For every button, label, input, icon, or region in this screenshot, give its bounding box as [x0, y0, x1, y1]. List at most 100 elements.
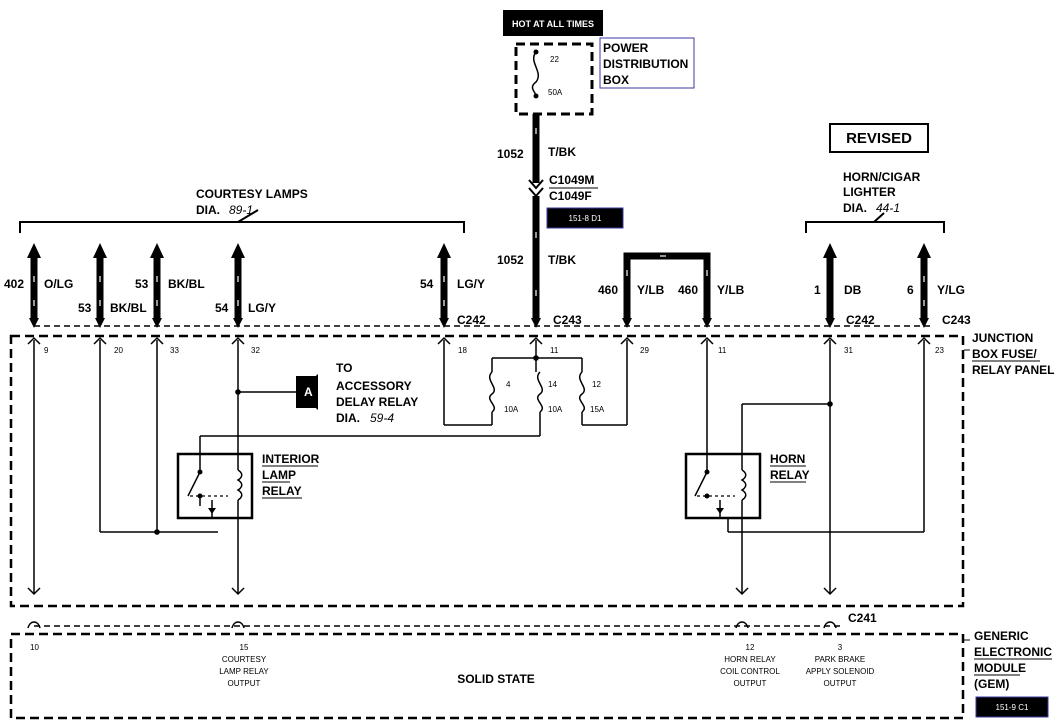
wire-54b-color: LG/Y: [457, 277, 485, 291]
connector-c243-right: C243: [942, 313, 971, 327]
wire-402-circuit: 402: [4, 277, 24, 291]
feed-circuit-upper: 1052: [497, 147, 524, 161]
revised-badge: [829, 123, 929, 153]
feed-connector-c243: C243: [553, 313, 582, 327]
interior-relay-label-3: RELAY: [262, 484, 302, 498]
accessory-text-1: TO: [336, 361, 352, 375]
wire-54b-arrow: [437, 243, 451, 258]
gem-label-1: GENERIC: [974, 629, 1029, 643]
hot-at-all-times-badge: [503, 10, 603, 36]
wire-402-color: O/LG: [44, 277, 73, 291]
horn-cigar-dia-ref: 44-1: [876, 201, 900, 215]
gem-pin-12-line2: COIL CONTROL: [720, 667, 780, 676]
horn-cigar-bracket: [805, 212, 945, 233]
pdb-label-line1: POWER: [603, 41, 649, 55]
gem-pin-3-line3: OUTPUT: [824, 679, 857, 688]
revised-label: REVISED: [846, 130, 912, 147]
feed-connector-male: C1049M: [549, 173, 594, 187]
wire-6-circuit: 6: [907, 283, 914, 297]
gem-ref-label: 151-9 C1: [996, 703, 1029, 712]
wire-53b-color: BK/BL: [168, 277, 205, 291]
jb-fuse-4: 4 10A: [489, 371, 519, 414]
gem-pin-12-line3: OUTPUT: [734, 679, 767, 688]
wire-53a-arrow: [93, 243, 107, 258]
wire-1-arrow: [823, 243, 837, 258]
jb-pin-11-feed: 11: [550, 346, 559, 355]
wire-460b-color: Y/LB: [717, 283, 745, 297]
connector-c242-right: C242: [846, 313, 875, 327]
gem-pin-15: 15: [240, 643, 249, 652]
wire-460-loop: [623, 252, 711, 318]
wire-6-color: Y/LG: [937, 283, 965, 297]
pdb-fuse-symbol: [531, 51, 539, 97]
pdb-label-line2: DISTRIBUTION: [603, 57, 688, 71]
jb-fuse-14: 14 10A: [537, 371, 563, 414]
junction-box-label-3: RELAY PANEL: [972, 363, 1054, 377]
gem-pin-12-line1: HORN RELAY: [724, 655, 776, 664]
feed-ref-label: 151-8 D1: [569, 214, 602, 223]
jb-pin-32: 32: [251, 346, 260, 355]
accessory-dia-ref: 59-4: [370, 411, 394, 425]
wire-1-color: DB: [844, 283, 862, 297]
gem-label-4: (GEM): [974, 677, 1009, 691]
jb-fuse-12: 12 15A: [579, 371, 605, 414]
jb-fuse-14-amp: 10A: [548, 405, 563, 414]
gem-label-3: MODULE: [974, 661, 1026, 675]
wire-54b-circuit: 54: [420, 277, 434, 291]
pdb-fuse-number: 22: [550, 55, 559, 64]
horn-relay-label-2: RELAY: [770, 468, 810, 482]
wire-460b-circuit: 460: [678, 283, 698, 297]
horn-cigar-title-1: HORN/CIGAR: [843, 170, 921, 184]
wire-53b-circuit: 53: [135, 277, 149, 291]
gem-pin-15-line3: OUTPUT: [228, 679, 261, 688]
gem-pin-3-line1: PARK BRAKE: [815, 655, 866, 664]
wire-460a-color: Y/LB: [637, 283, 665, 297]
wire-54a-arrow: [231, 243, 245, 258]
jb-fuse-4-number: 4: [506, 380, 511, 389]
feed-ref-box: [546, 207, 624, 229]
wire-6-arrow: [917, 243, 931, 258]
junction-box-label-1: JUNCTION: [972, 331, 1033, 345]
feed-connector-female: C1049F: [549, 189, 592, 203]
accessory-dia-prefix: DIA.: [336, 411, 360, 425]
jb-pin-20: 20: [114, 346, 123, 355]
connector-c241: C241: [848, 611, 877, 625]
wire-53a-circuit: 53: [78, 301, 92, 315]
accessory-text-3: DELAY RELAY: [336, 395, 418, 409]
jb-pin-23: 23: [935, 346, 944, 355]
jb-pin-31: 31: [844, 346, 853, 355]
feed-circuit-lower: 1052: [497, 253, 524, 267]
hot-at-all-times-label: HOT AT ALL TIMES: [512, 19, 594, 29]
horn-cigar-title-2: LIGHTER: [843, 185, 896, 199]
connector-c242-left: C242: [457, 313, 486, 327]
gem-label-2: ELECTRONIC: [974, 645, 1052, 659]
interior-lamp-relay: [176, 452, 254, 520]
courtesy-lamps-bracket: [19, 209, 465, 233]
courtesy-lamps-dia-prefix: DIA.: [196, 203, 220, 217]
gem-pin-12: 12: [746, 643, 755, 652]
horn-cigar-dia-prefix: DIA.: [843, 201, 867, 215]
feed-color-upper: T/BK: [548, 145, 576, 159]
horn-relay: [684, 452, 762, 520]
jb-fuse-12-amp: 15A: [590, 405, 605, 414]
pdb-label-box: [599, 37, 695, 89]
wire-53b-arrow: [150, 243, 164, 258]
gem-ref-box: [975, 696, 1049, 718]
gem-pin-10: 10: [30, 643, 39, 652]
wire-1-circuit: 1: [814, 283, 821, 297]
junction-box-outline: [9, 334, 965, 608]
wire-54a-color: LG/Y: [248, 301, 276, 315]
pdb-label-line3: BOX: [603, 73, 629, 87]
gem-pin-3: 3: [838, 643, 843, 652]
jb-pin-33: 33: [170, 346, 179, 355]
gem-pin-3-line2: APPLY SOLENOID: [806, 667, 875, 676]
courtesy-lamps-title: COURTESY LAMPS: [196, 187, 308, 201]
wire-460a-circuit: 460: [598, 283, 618, 297]
jb-pin-29: 29: [640, 346, 649, 355]
jb-fuse-4-amp: 10A: [504, 405, 519, 414]
interior-relay-label-1: INTERIOR: [262, 452, 320, 466]
gem-pin-15-line2: LAMP RELAY: [219, 667, 269, 676]
gem-body-label: SOLID STATE: [457, 672, 535, 686]
gem-module-outline: [9, 632, 965, 720]
